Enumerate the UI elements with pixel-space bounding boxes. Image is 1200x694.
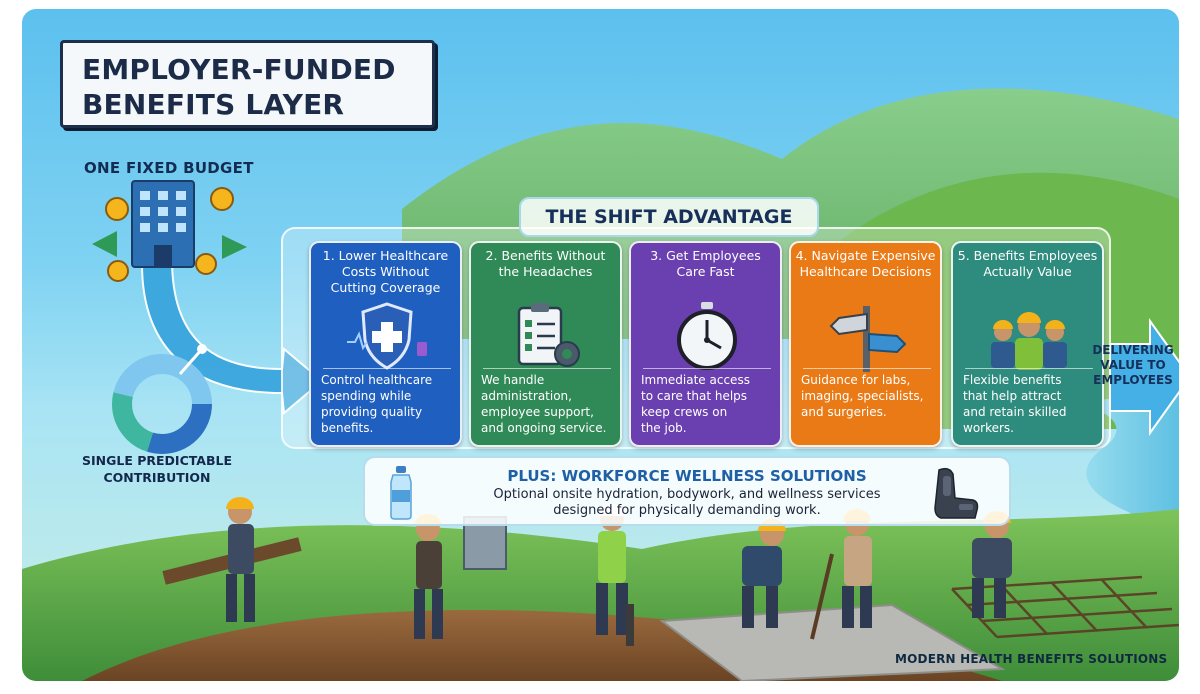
massage-chair-icon xyxy=(934,467,979,519)
delivering-line-2: VALUE TO xyxy=(1100,358,1166,372)
card-description-line: and surgeries. xyxy=(801,405,887,419)
card-description-line: and ongoing service. xyxy=(481,421,607,435)
contribution-label: SINGLE PREDICTABLE CONTRIBUTION xyxy=(62,452,252,486)
card-description-line: Guidance for labs, xyxy=(801,373,911,387)
delivering-value-label: DELIVERING VALUE TO EMPLOYEES xyxy=(1085,343,1179,388)
water-bottle-icon xyxy=(390,466,412,520)
card-title-line: 3. Get Employees xyxy=(650,248,761,263)
delivering-line-1: DELIVERING xyxy=(1092,343,1174,357)
card-description-line: employee support, xyxy=(481,405,594,419)
contribution-label-line-1: SINGLE PREDICTABLE xyxy=(81,453,233,468)
card-description-line: that help attract xyxy=(963,389,1062,403)
delivering-line-3: EMPLOYEES xyxy=(1093,373,1173,387)
wellness-panel: PLUS: WORKFORCE WELLNESS SOLUTIONS Optio… xyxy=(363,456,1011,526)
card-description: Flexible benefits that help attract and re… xyxy=(963,372,1098,436)
card-description-line: benefits. xyxy=(321,421,374,435)
flow-arrow xyxy=(140,257,324,415)
card-description-line: the job. xyxy=(641,421,687,435)
card-description-line: spending while xyxy=(321,389,412,403)
stopwatch-icon xyxy=(657,298,757,376)
card-divider xyxy=(643,368,771,369)
card-title-line: Care Fast xyxy=(676,264,735,279)
card-divider xyxy=(965,368,1093,369)
card-description-line: Flexible benefits xyxy=(963,373,1062,387)
card-title-line: Actually Value xyxy=(983,264,1072,279)
main-title-line-1: EMPLOYER-FUNDED xyxy=(82,53,396,86)
card-description: Control healthcare spending while providin… xyxy=(321,372,456,436)
shift-advantage-title: THE SHIFT ADVANTAGE xyxy=(519,197,819,237)
card-description: Immediate access to care that helps keep c… xyxy=(641,372,776,436)
wellness-line-2: designed for physically demanding work. xyxy=(553,503,821,518)
card-description-line: to care that helps xyxy=(641,389,748,403)
clipboard-gear-icon xyxy=(497,298,597,376)
footer-label: MODERN HEALTH BENEFITS SOLUTIONS xyxy=(895,652,1168,666)
card-title-line: 4. Navigate Expensive xyxy=(795,248,936,263)
card-description: Guidance for labs, imaging, specialists, a… xyxy=(801,372,936,420)
infographic-canvas: EMPLOYER-FUNDED BENEFITS LAYER ONE FIXED… xyxy=(22,9,1179,681)
card-title-line: Cutting Coverage xyxy=(330,280,441,295)
card-description-line: keep crews on xyxy=(641,405,728,419)
delivering-arrow xyxy=(1109,317,1179,437)
card-description: We handle administration, employee support… xyxy=(481,372,616,436)
donut-chart-icon xyxy=(112,344,212,454)
card-divider xyxy=(803,368,931,369)
wellness-line-1: Optional onsite hydration, bodywork, and… xyxy=(493,487,881,502)
card-title-line: 5. Benefits Employees xyxy=(957,248,1098,263)
card-description-line: and retain skilled xyxy=(963,405,1067,419)
main-title-box: EMPLOYER-FUNDED BENEFITS LAYER xyxy=(60,40,435,128)
card-divider xyxy=(483,368,611,369)
signpost-icon xyxy=(817,298,917,376)
card-title-line: 2. Benefits Without xyxy=(485,248,606,263)
main-title-line-2: BENEFITS LAYER xyxy=(82,88,345,121)
card-description-line: imaging, specialists, xyxy=(801,389,924,403)
card-description-line: administration, xyxy=(481,389,572,403)
card-description-line: Control healthcare xyxy=(321,373,433,387)
card-description-line: providing quality xyxy=(321,405,423,419)
card-title-line: the Headaches xyxy=(498,264,593,279)
wellness-title: PLUS: WORKFORCE WELLNESS SOLUTIONS xyxy=(507,467,867,485)
card-title-line: Healthcare Decisions xyxy=(799,264,932,279)
card-description-line: Immediate access xyxy=(641,373,750,387)
card-title-line: Costs Without xyxy=(341,264,430,279)
contribution-label-line-2: CONTRIBUTION xyxy=(103,470,211,485)
office-building-icon xyxy=(92,180,247,282)
card-divider xyxy=(323,368,451,369)
card-title-line: 1. Lower Healthcare xyxy=(322,248,449,263)
shield-cross-icon xyxy=(337,298,437,376)
card-description-line: We handle xyxy=(481,373,545,387)
card-description-line: workers. xyxy=(963,421,1014,435)
workers-icon xyxy=(979,298,1079,376)
worker-carrying-beam xyxy=(162,497,302,622)
budget-label: ONE FIXED BUDGET xyxy=(84,159,254,177)
